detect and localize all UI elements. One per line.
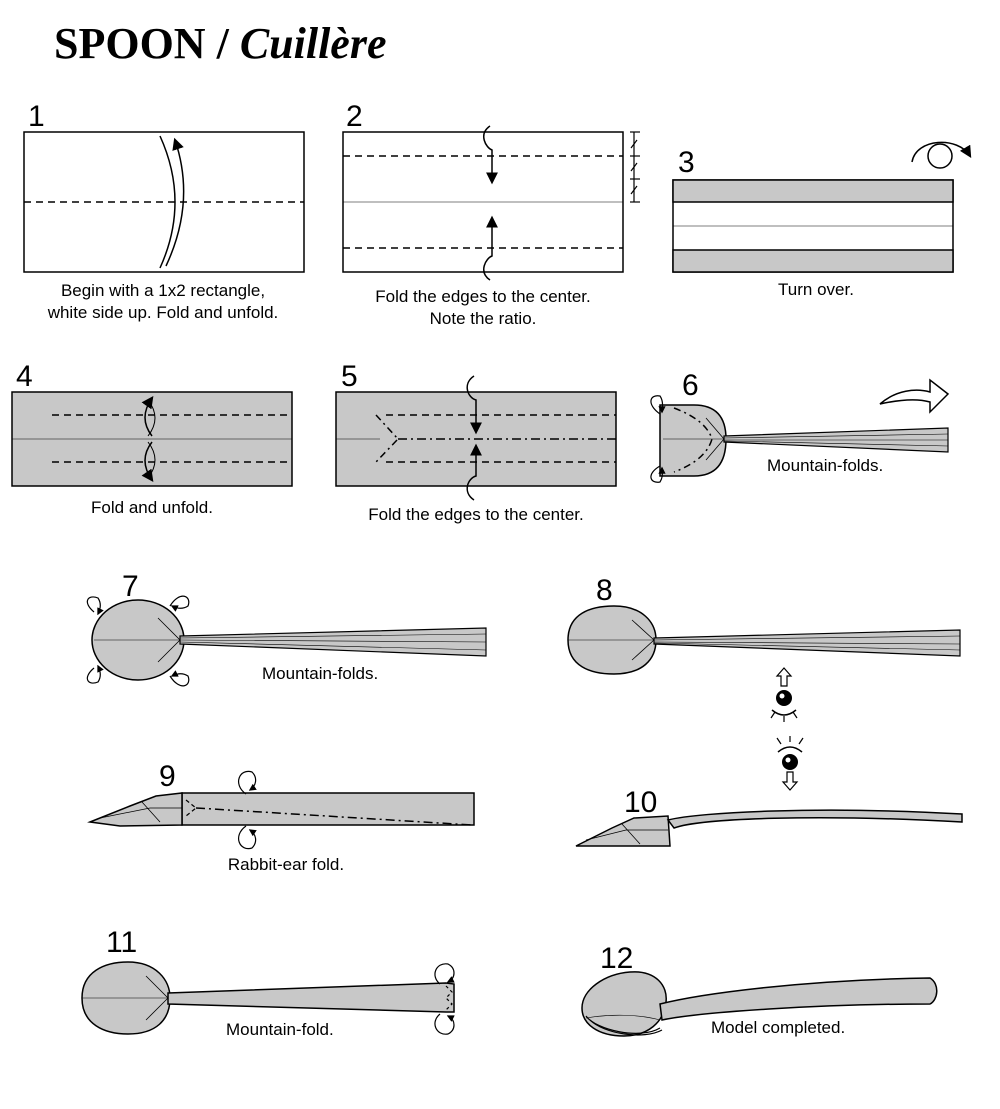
step-7: 7 Mountain-folds. xyxy=(86,570,487,687)
step-10: 10 xyxy=(575,786,963,847)
step-8: 8 xyxy=(567,574,961,791)
spoon-handle xyxy=(659,977,938,1021)
mountain-fold-line xyxy=(195,807,473,826)
mountain-fold-arrow-icon xyxy=(650,465,666,483)
page-title: SPOON / Cuillère xyxy=(54,18,387,69)
mountain-fold-arrow-icon xyxy=(650,395,666,415)
step-6-caption: Mountain-folds. xyxy=(767,456,883,475)
mountain-fold-arrow-icon xyxy=(86,664,104,684)
mountain-fold-line xyxy=(375,414,400,463)
step-3: 3 Turn over. xyxy=(672,141,972,299)
mountain-fold-arrow-icon xyxy=(434,1013,455,1035)
title-main: SPOON xyxy=(54,19,206,68)
fold-arrow-icon xyxy=(466,375,482,435)
mountain-fold-arrow-icon xyxy=(237,770,257,795)
spoon-bowl xyxy=(581,971,667,1037)
step-2: 2 Fold the edges to the center. Note the… xyxy=(342,100,640,328)
step-6-number: 6 xyxy=(682,369,699,402)
fold-arrow-icon xyxy=(466,443,482,501)
step-2-number: 2 xyxy=(346,100,363,133)
spoon-handle xyxy=(181,792,475,826)
step-1-caption: white side up. Fold and unfold. xyxy=(47,303,279,322)
turn-over-icon xyxy=(911,141,972,169)
step-5: 5 Fold the edges to the center. xyxy=(335,360,617,524)
mountain-fold-arrow-icon xyxy=(169,670,190,687)
step-1: 1 Begin with a 1x2 rectangle, white side… xyxy=(23,100,305,322)
spoon-bowl xyxy=(87,792,183,827)
title-alt: Cuillère xyxy=(239,19,387,68)
step-9-caption: Rabbit-ear fold. xyxy=(228,855,344,874)
fold-arrow-icon xyxy=(483,125,498,185)
mountain-fold-arrow-icon xyxy=(169,595,190,612)
step-4-caption: Fold and unfold. xyxy=(91,498,213,517)
step-2-caption: Fold the edges to the center. xyxy=(375,287,590,306)
step-9-number: 9 xyxy=(159,760,176,793)
hollow-arrow-icon xyxy=(879,378,950,414)
step-10-number: 10 xyxy=(624,786,657,819)
step-11-number: 11 xyxy=(106,926,137,959)
step-5-number: 5 xyxy=(341,360,358,393)
step-12-number: 12 xyxy=(600,942,633,975)
step-7-caption: Mountain-folds. xyxy=(262,664,378,683)
step-2-caption: Note the ratio. xyxy=(430,309,537,328)
fold-arrow-icon xyxy=(159,135,176,269)
step-3-number: 3 xyxy=(678,146,695,179)
step-4: 4 Fold and unfold. xyxy=(11,360,293,517)
fold-arrow-icon xyxy=(147,441,156,479)
fold-arrow-icon xyxy=(147,399,156,437)
step-11-caption: Mountain-fold. xyxy=(226,1020,334,1039)
step-12-caption: Model completed. xyxy=(711,1018,845,1037)
ratio-marker xyxy=(630,131,640,203)
step-6: 6 Mountain-folds. xyxy=(650,369,950,483)
step-1-caption: Begin with a 1x2 rectangle, xyxy=(61,281,265,300)
mountain-fold-arrow-icon xyxy=(434,963,455,985)
gray-flap xyxy=(672,249,954,273)
fold-arrow-icon xyxy=(483,215,498,281)
mountain-fold-arrow-icon xyxy=(86,596,104,616)
step-8-number: 8 xyxy=(596,574,613,607)
title-separator: / xyxy=(205,19,240,68)
gray-flap xyxy=(672,179,954,203)
step-11: 11 Mountain-fold. xyxy=(81,926,455,1039)
spoon-handle xyxy=(666,809,963,829)
step-12: 12 Model completed. xyxy=(581,942,938,1037)
eye-view-icon xyxy=(776,736,804,791)
step-3-caption: Turn over. xyxy=(778,280,854,299)
spoon-handle xyxy=(167,982,455,1013)
mountain-fold-line xyxy=(673,407,713,473)
step-7-number: 7 xyxy=(122,570,139,603)
mountain-fold-arrow-icon xyxy=(237,825,257,850)
fold-arrow-icon xyxy=(165,137,185,267)
step-5-caption: Fold the edges to the center. xyxy=(368,505,583,524)
spoon-bowl xyxy=(659,404,727,477)
step-1-number: 1 xyxy=(28,100,45,133)
eye-view-icon xyxy=(770,667,798,722)
step-4-number: 4 xyxy=(16,360,33,393)
step-9: 9 Rabbit-ear fold. xyxy=(87,760,475,874)
